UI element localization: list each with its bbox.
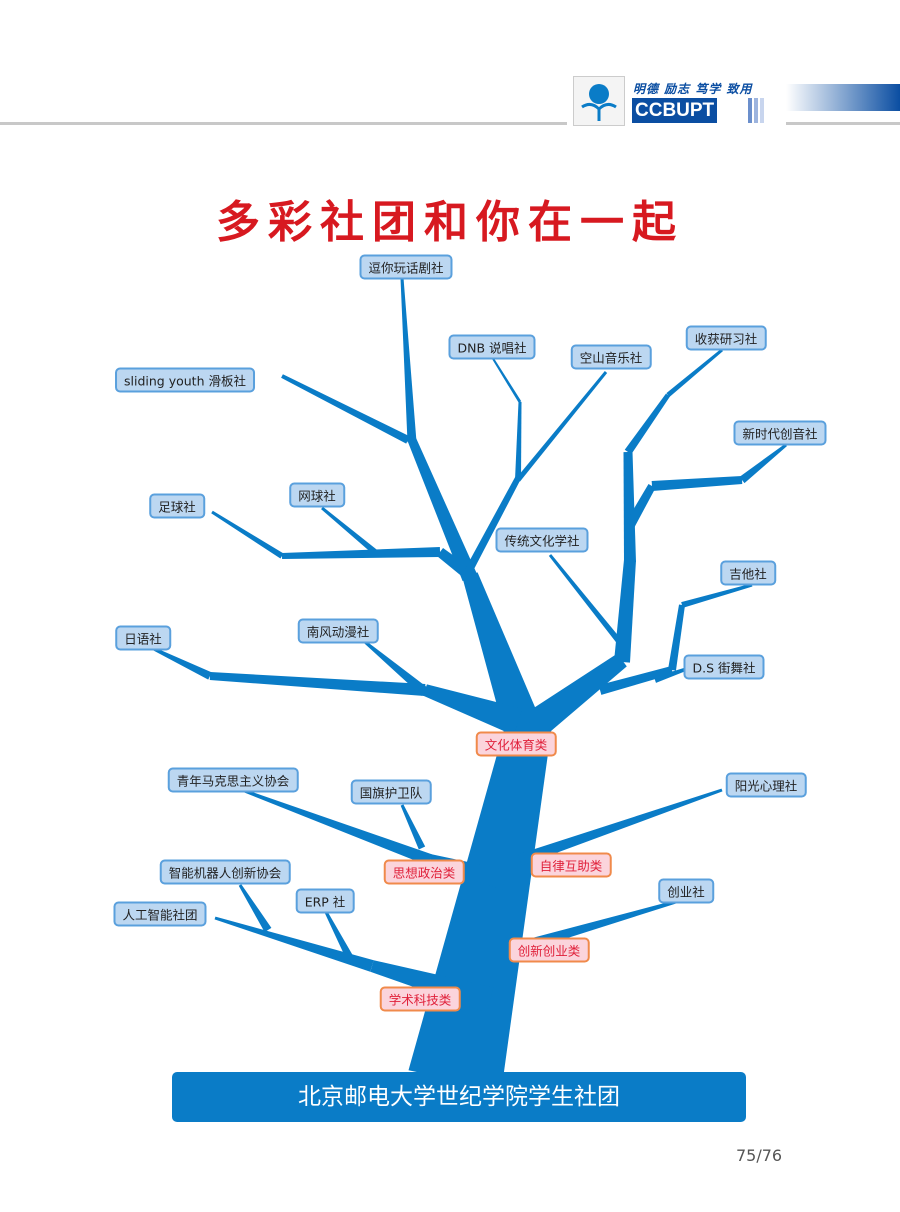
tree-branch [324, 911, 356, 964]
tree-branch [491, 356, 522, 403]
club-label: 逗你玩话剧社 [359, 254, 453, 280]
header-rule [0, 122, 567, 125]
brand-name: CCBUPT [632, 98, 718, 123]
tree-branch [281, 374, 410, 444]
tree-branch [400, 277, 417, 443]
tree-branch [423, 684, 523, 736]
club-label: 阳光心理社 [725, 772, 807, 798]
tree-branch [364, 640, 429, 696]
club-label: 日语社 [115, 625, 171, 651]
tree-branch [436, 548, 470, 577]
header-gradient-bar [786, 84, 900, 111]
tree-branch [281, 547, 441, 559]
tree-branch [370, 960, 494, 1013]
club-label: 收获研习社 [685, 325, 767, 351]
category-label: 学术科技类 [379, 986, 461, 1012]
tree-branch [407, 438, 478, 582]
tree-branch [739, 443, 787, 484]
tree-branch [624, 393, 671, 455]
tree-branch [238, 884, 272, 933]
tree-branch [515, 401, 522, 481]
tree-branch [625, 484, 656, 528]
tree-branch [654, 665, 693, 683]
tree-branch [214, 916, 374, 972]
tree-branch [408, 715, 553, 1090]
club-label: sliding youth 滑板社 [115, 367, 255, 393]
school-motto: 明德 励志 笃学 致用 [633, 82, 753, 96]
tree-branch [151, 646, 212, 680]
club-label: 智能机器人创新协会 [159, 859, 291, 885]
club-label: 创业社 [658, 878, 714, 904]
tree-branch [598, 666, 674, 695]
category-label: 创新创业类 [508, 937, 590, 963]
logo-emblem-icon [573, 76, 625, 126]
tree-branch [668, 604, 685, 671]
tree-branch [548, 554, 625, 647]
tree-branch [518, 788, 723, 866]
tree-branch [614, 559, 636, 663]
club-label: 吉他社 [720, 560, 776, 586]
club-label: 空山音乐社 [570, 344, 652, 370]
tree-branch [681, 583, 753, 608]
club-label: 人工智能社团 [113, 901, 207, 927]
tree-branch [623, 451, 636, 563]
header-rule [786, 122, 900, 125]
club-label: 足球社 [149, 493, 205, 519]
tree-branch [211, 510, 284, 559]
tree-branch [462, 572, 540, 732]
club-label: 网球社 [289, 482, 345, 508]
club-label: 国旗护卫队 [350, 779, 432, 805]
tree-branch [241, 788, 433, 866]
tree-branch [321, 506, 377, 555]
banner: 北京邮电大学世纪学院学生社团 [172, 1072, 746, 1122]
page-number: 75/76 [736, 1146, 783, 1165]
category-label: 思想政治类 [383, 859, 465, 885]
tree-branch [464, 476, 521, 574]
category-label: 文化体育类 [475, 731, 557, 757]
category-label: 自律互助类 [530, 852, 612, 878]
tree-branch [526, 653, 627, 738]
tree-branch [666, 348, 723, 397]
tree-branch [651, 476, 743, 491]
club-label: ERP 社 [295, 888, 355, 914]
tree-branch [400, 804, 426, 850]
club-label: 青年马克思主义协会 [167, 767, 299, 793]
tree-branch [516, 371, 608, 482]
club-label: 传统文化学社 [495, 527, 589, 553]
club-label: DNB 说唱社 [448, 334, 536, 360]
club-label: 南风动漫社 [297, 618, 379, 644]
page-title: 多彩社团和你在一起 [216, 197, 684, 248]
school-logo: 明德 励志 笃学 致用 CCBUPT [573, 76, 783, 126]
tree-branch [209, 672, 426, 696]
club-label: 新时代创音社 [733, 420, 827, 446]
brand-bars [748, 98, 766, 127]
club-label: D.S 街舞社 [683, 654, 765, 680]
